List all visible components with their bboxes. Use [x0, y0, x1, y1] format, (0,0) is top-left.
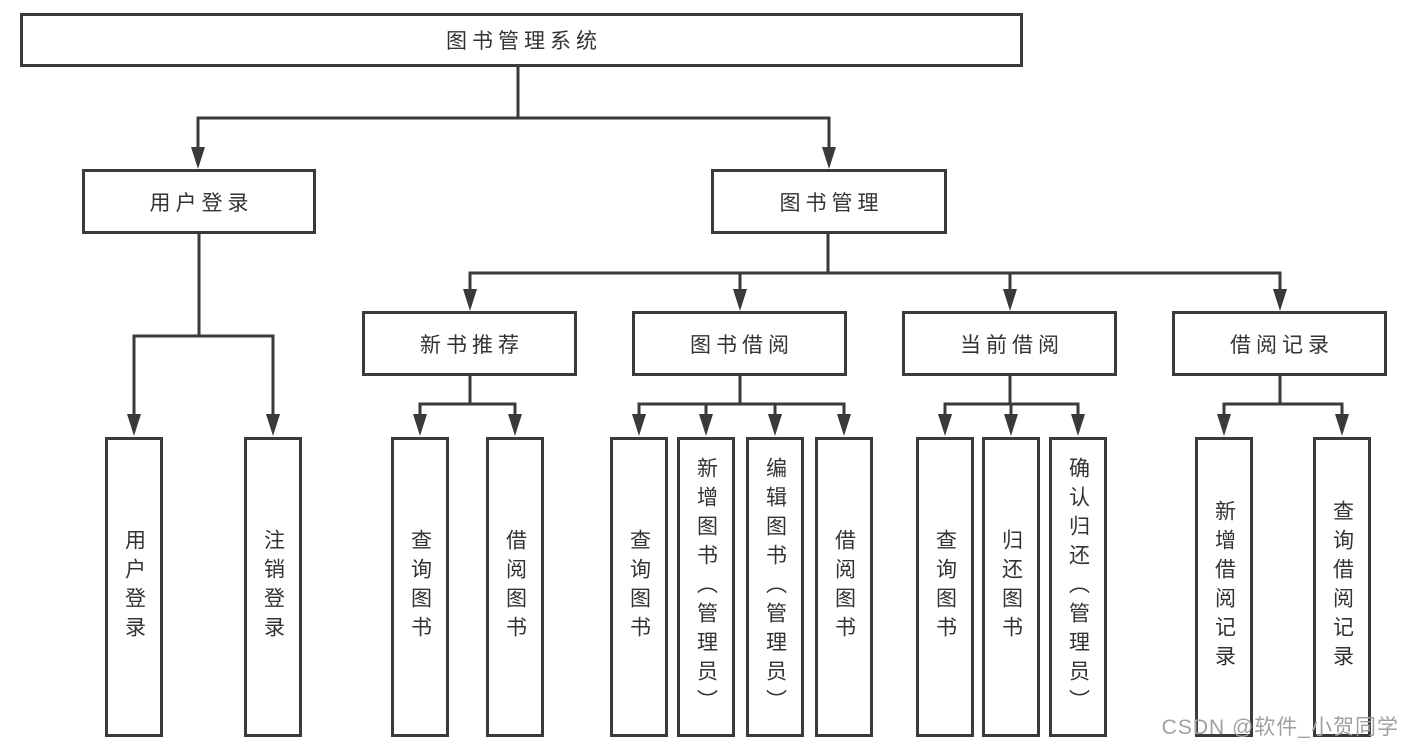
edges-new-book-recommend	[413, 376, 522, 436]
leaf-node-query-books: 查询图书	[391, 437, 449, 737]
edges-current-borrow	[938, 376, 1085, 436]
node-label: 当前借阅	[960, 333, 1064, 357]
leaf-node-add-borrow-record: 新增借阅记录	[1195, 437, 1253, 737]
leaf-label: 新增借阅记录	[1212, 500, 1236, 674]
node-label: 图书管理系统	[446, 30, 602, 53]
leaf-label: 借阅图书	[832, 529, 856, 645]
leaf-label: 确认归还（管理员）	[1066, 456, 1090, 718]
leaf-node-add-books-admin: 新增图书（管理员）	[677, 437, 735, 737]
node-current-borrow: 当前借阅	[902, 311, 1117, 376]
leaf-node-edit-books-admin: 编辑图书（管理员）	[746, 437, 804, 737]
node-library-system: 图书管理系统	[20, 13, 1023, 67]
node-user-login: 用户登录	[82, 169, 316, 234]
edges-book-management	[463, 234, 1287, 311]
edges-book-borrow	[632, 376, 851, 436]
leaf-label: 查询图书	[627, 529, 651, 645]
leaf-node-query-books: 查询图书	[610, 437, 668, 737]
node-label: 新书推荐	[420, 333, 524, 357]
leaf-label: 查询图书	[408, 529, 432, 645]
node-label: 图书管理	[779, 191, 884, 215]
node-borrow-records: 借阅记录	[1172, 311, 1387, 376]
edges-borrow-records	[1217, 376, 1349, 436]
leaf-label: 注销登录	[261, 529, 285, 645]
node-book-borrow: 图书借阅	[632, 311, 847, 376]
leaf-node-return-books: 归还图书	[982, 437, 1040, 737]
leaf-node-query-books: 查询图书	[916, 437, 974, 737]
csdn-watermark: CSDN @软件_小贺同学	[1161, 716, 1399, 739]
edges-user-login	[127, 234, 280, 436]
leaf-label: 查询图书	[933, 529, 957, 645]
node-label: 借阅记录	[1230, 333, 1334, 357]
leaf-label: 归还图书	[999, 529, 1023, 645]
node-book-management: 图书管理	[711, 169, 947, 234]
leaf-label: 编辑图书（管理员）	[763, 456, 787, 718]
leaf-node-logout: 注销登录	[244, 437, 302, 737]
leaf-label: 新增图书（管理员）	[694, 456, 718, 718]
node-label: 图书借阅	[690, 333, 794, 357]
leaf-node-user-login: 用户登录	[105, 437, 163, 737]
node-new-book-recommend: 新书推荐	[362, 311, 577, 376]
leaf-node-query-borrow-record: 查询借阅记录	[1313, 437, 1371, 737]
leaf-node-borrow-books: 借阅图书	[815, 437, 873, 737]
node-label: 用户登录	[149, 191, 254, 215]
leaf-node-borrow-books: 借阅图书	[486, 437, 544, 737]
leaf-label: 查询借阅记录	[1330, 500, 1354, 674]
leaf-node-confirm-return-admin: 确认归还（管理员）	[1049, 437, 1107, 737]
edges-root-to-level2	[191, 66, 836, 169]
leaf-label: 借阅图书	[503, 529, 527, 645]
leaf-label: 用户登录	[122, 529, 146, 645]
